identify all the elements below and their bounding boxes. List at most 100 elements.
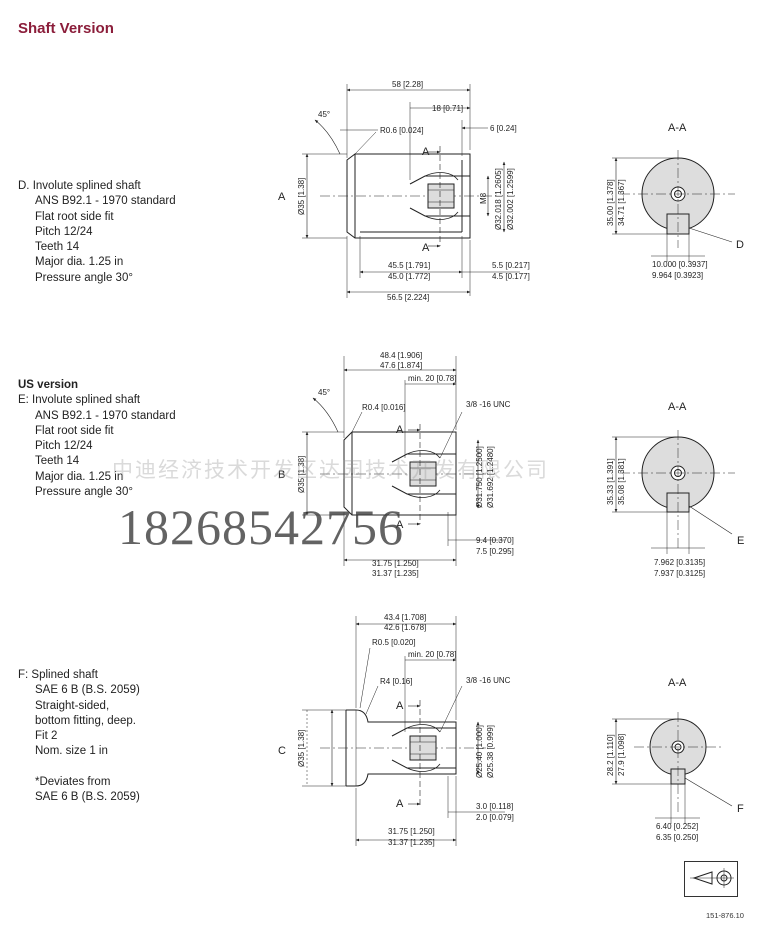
- dim-e-sec-h1: 35.33 [1.391]: [606, 458, 615, 505]
- dim-e-spline-min: Ø31.692 [1.2480]: [486, 446, 495, 508]
- spec-f-line: Straight-sided,: [35, 699, 110, 712]
- dim-e-dia35: Ø35 [1.38]: [297, 456, 306, 493]
- spec-d-line: Teeth 14: [35, 241, 80, 254]
- spec-e-line: Pressure angle 30°: [35, 486, 133, 499]
- dim-e-31-37: 31.37 [1.235]: [372, 569, 419, 578]
- spec-d-line: ANS B92.1 - 1970 standard: [35, 195, 176, 208]
- spec-f-line: SAE 6 B (B.S. 2059): [35, 684, 140, 697]
- dim-f-sec-h1: 28.2 [1.110]: [606, 734, 615, 776]
- dim-d-6: 6 [0.24]: [490, 124, 517, 133]
- spec-e-line: Flat root side fit: [35, 424, 114, 437]
- spec-f-title: F: Splined shaft: [18, 669, 98, 681]
- shaft-d-letter: A: [278, 191, 286, 203]
- spec-f-line: *Deviates from: [35, 776, 111, 789]
- dim-d-length: 58 [2.28]: [392, 80, 423, 89]
- shaft-f-drawing: [302, 616, 733, 846]
- dim-f-spline-max: Ø25.40 [1.000]: [475, 725, 484, 778]
- section-mark-e-top: A: [396, 424, 404, 436]
- spec-e-header: US version: [18, 379, 79, 391]
- dim-f-len-max: 43.4 [1.708]: [384, 613, 426, 622]
- dim-e-9-4: 9.4 [0.370]: [476, 536, 514, 545]
- dim-e-radius: R0.4 [0.016]: [362, 403, 406, 412]
- dim-e-7-5: 7.5 [0.295]: [476, 547, 514, 556]
- spec-d-title: D. Involute splined shaft: [18, 180, 141, 192]
- spec-d-line: Flat root side fit: [35, 210, 114, 223]
- spec-d-line: Major dia. 1.25 in: [35, 256, 124, 269]
- dim-f-sec-w2: 6.35 [0.250]: [656, 833, 698, 842]
- dim-e-len-min: 47.6 [1.874]: [380, 361, 422, 370]
- dim-d-radius: R0.6 [0.024]: [380, 126, 424, 135]
- watermark-company: 中迪经济技术开发区达园技术开发有限公司: [112, 458, 549, 482]
- spec-f: F: Splined shaft SAE 6 B (B.S. 2059) Str…: [18, 668, 140, 806]
- dim-f-31-37: 31.37 [1.235]: [388, 838, 435, 847]
- dim-f-len-min: 42.6 [1.678]: [384, 623, 426, 632]
- projection-symbol-icon: [690, 868, 734, 888]
- dim-f-3-0: 3.0 [0.118]: [476, 802, 513, 811]
- spec-f-line: bottom fitting, deep.: [35, 714, 137, 727]
- spec-d-line: Pressure angle 30°: [35, 271, 133, 284]
- dim-d-5-5: 5.5 [0.217]: [492, 261, 530, 270]
- section-mark-f-top: A: [396, 700, 404, 712]
- dim-f-sec-h2: 27.9 [1.098]: [617, 734, 626, 776]
- dim-d-sec-w2: 9.964 [0.3923]: [652, 271, 703, 280]
- dim-d-dia35: Ø35 [1.38]: [297, 178, 306, 215]
- section-mark-d-bottom: A: [422, 242, 430, 254]
- spec-f-line: Nom. size 1 in: [35, 745, 108, 758]
- page-title: Shaft Version: [18, 20, 114, 37]
- dim-f-spline-min: Ø25.38 [0.999]: [486, 725, 495, 778]
- dim-e-min20: min. 20 [0.78]: [408, 374, 456, 383]
- spec-e-line: Major dia. 1.25 in: [35, 470, 124, 483]
- section-mark-d-top: A: [422, 146, 430, 158]
- callout-e: E: [737, 535, 744, 547]
- dim-e-spline-max: Ø31.750 [1.2500]: [475, 446, 484, 508]
- dim-f-2-0: 2.0 [0.079]: [476, 813, 514, 822]
- dim-e-sec-w2: 7.937 [0.3125]: [654, 569, 705, 578]
- dim-e-len-max: 48.4 [1.906]: [380, 351, 422, 360]
- dim-d-sec-w1: 10.000 [0.3937]: [652, 260, 708, 269]
- dim-d-45-5: 45.5 [1.791]: [388, 261, 430, 270]
- shaft-f-letter: C: [278, 745, 286, 757]
- watermark-phone: 18268542756: [118, 499, 404, 555]
- spec-f-line: Fit 2: [35, 730, 58, 743]
- callout-d: D: [736, 239, 744, 251]
- dim-f-r4: R4 [0.16]: [380, 677, 412, 686]
- shaft-d-drawing: [302, 84, 735, 298]
- dim-e-31-75: 31.75 [1.250]: [372, 559, 419, 568]
- dim-d-spline-min: Ø32.002 [1.2599]: [506, 168, 515, 230]
- callout-f: F: [737, 803, 744, 815]
- dim-e-angle: 45°: [318, 388, 330, 397]
- dim-d-spline-max: Ø32.018 [1.2605]: [494, 168, 503, 230]
- dim-e-sec-h2: 35.08 [1.381]: [617, 458, 626, 505]
- shaft-e-letter: B: [278, 469, 285, 481]
- dim-f-thread: 3/8 -16 UNC: [466, 676, 511, 685]
- shaft-e-section-title: A-A: [668, 401, 687, 413]
- dim-d-sec-h2: 34.71 [1.367]: [617, 179, 626, 226]
- spec-e-line: Pitch 12/24: [35, 440, 93, 453]
- dim-f-dia35: Ø35 [1.38]: [297, 730, 306, 767]
- dim-f-sec-w1: 6.40 [0.252]: [656, 822, 698, 831]
- spec-e: US version E: Involute splined shaft ANS…: [18, 378, 176, 500]
- shaft-f-labels: C A-A 43.4 [1.708] 42.6 [1.678] R0.5 [0.…: [278, 613, 744, 847]
- dim-e-thread: 3/8 -16 UNC: [466, 400, 511, 409]
- dim-d-m8: M8: [479, 192, 488, 204]
- dim-f-min20: min. 20 [0.78]: [408, 650, 456, 659]
- dim-e-sec-w1: 7.962 [0.3135]: [654, 558, 705, 567]
- shaft-f-section-title: A-A: [668, 677, 687, 689]
- dim-d-56-5: 56.5 [2.224]: [387, 293, 429, 302]
- dim-d-45-0: 45.0 [1.772]: [388, 272, 430, 281]
- shaft-e-drawing: [302, 356, 735, 566]
- spec-e-title: E: Involute splined shaft: [18, 394, 141, 407]
- dim-d-4-5: 4.5 [0.177]: [492, 272, 530, 281]
- section-mark-f-bottom: A: [396, 798, 404, 810]
- dim-d-angle: 45°: [318, 110, 330, 119]
- spec-d: D. Involute splined shaft ANS B92.1 - 19…: [18, 179, 176, 286]
- shaft-d-labels: A A-A 58 [2.28] 18 [0.71] 6 [0.24] R0.6 …: [278, 80, 744, 302]
- section-mark-e-bottom: A: [396, 519, 404, 531]
- dim-f-r05: R0.5 [0.020]: [372, 638, 416, 647]
- projection-symbol-frame: [684, 861, 738, 897]
- spec-d-line: Pitch 12/24: [35, 225, 93, 238]
- dim-f-31-75: 31.75 [1.250]: [388, 827, 435, 836]
- spec-e-line: Teeth 14: [35, 455, 80, 468]
- drawing-code: 151-876.10: [706, 911, 744, 920]
